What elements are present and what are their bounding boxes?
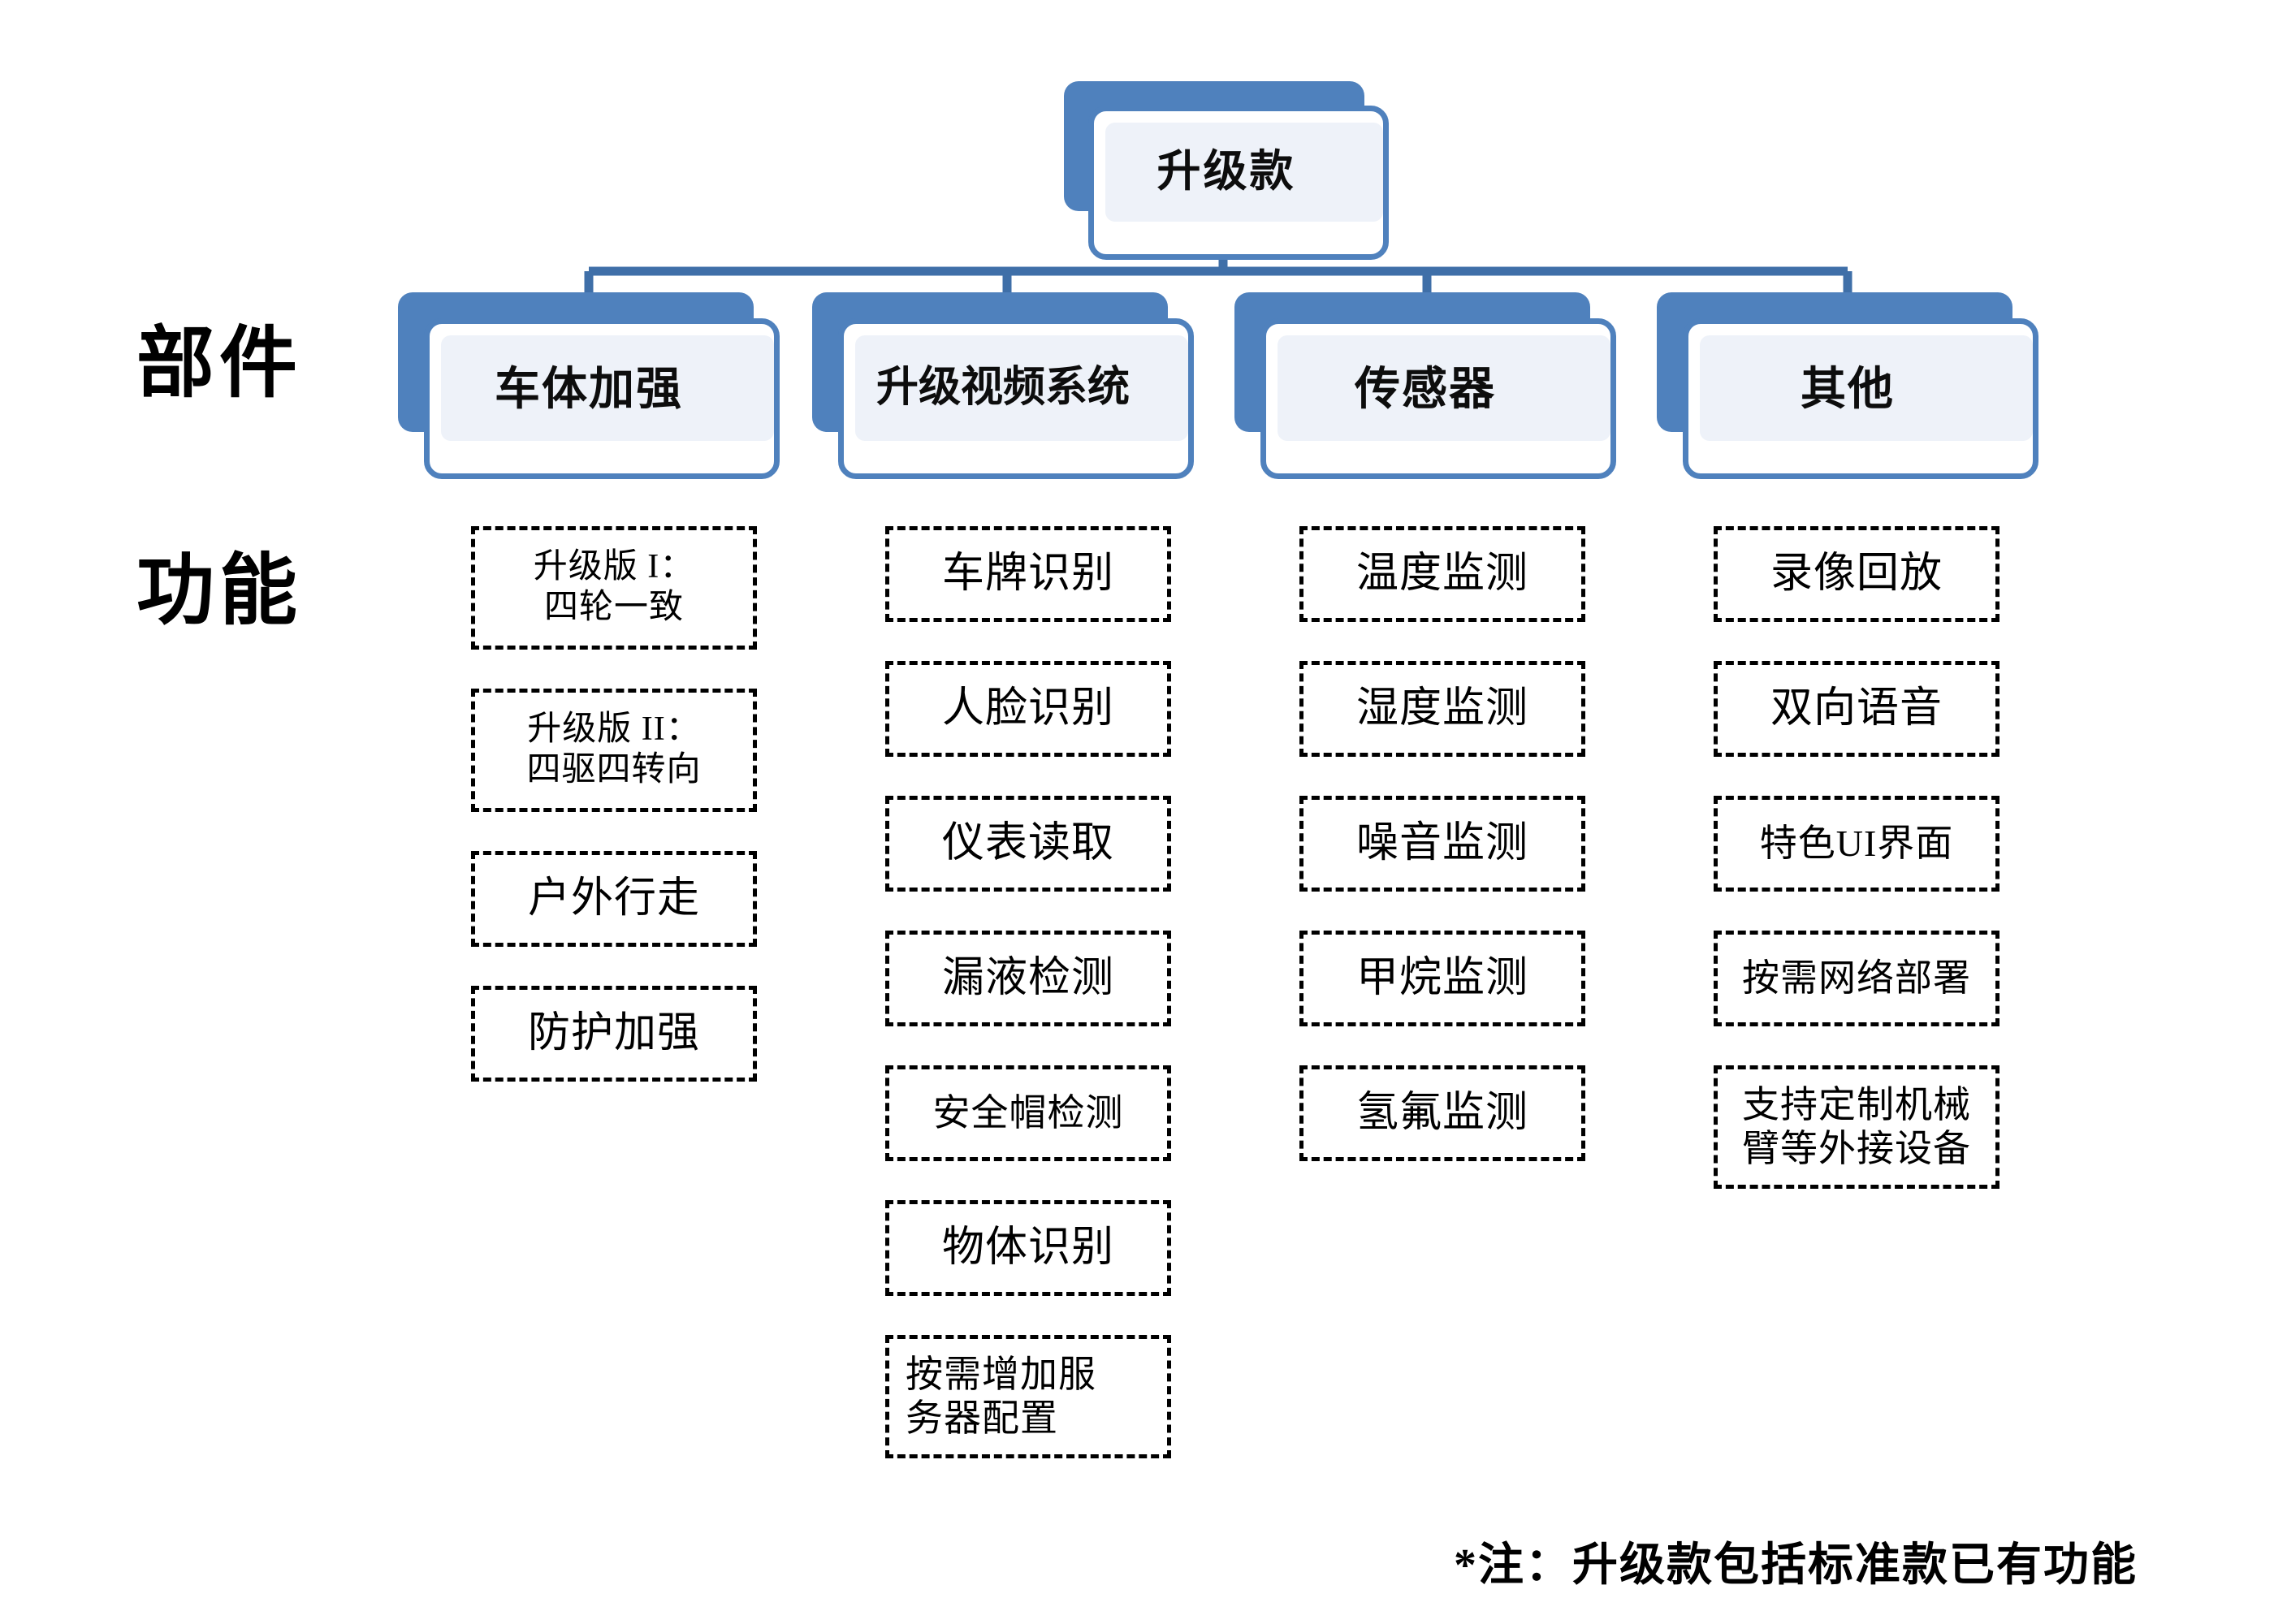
- node-inner-fill: [1105, 123, 1383, 222]
- function-box[interactable]: 漏液检测: [885, 931, 1171, 1026]
- function-box[interactable]: 支持定制机械 臂等外接设备: [1714, 1065, 1999, 1189]
- tree-node-branch-2[interactable]: 传感器: [1234, 292, 1616, 479]
- function-box[interactable]: 物体识别: [885, 1200, 1171, 1296]
- function-box-label: 支持定制机械 臂等外接设备: [1742, 1083, 1971, 1169]
- function-box[interactable]: 升级版 II： 四驱四转向: [471, 689, 757, 812]
- tree-node-root-label: 升级款: [1156, 147, 1296, 196]
- function-box[interactable]: 甲烷监测: [1299, 931, 1585, 1026]
- function-box[interactable]: 车牌识别: [885, 526, 1171, 622]
- node-card: [424, 318, 780, 479]
- function-box-label: 物体识别: [941, 1224, 1114, 1272]
- row-label-parts: 部件: [136, 320, 302, 407]
- node-card: [1683, 318, 2038, 479]
- function-box-label: 录像回放: [1770, 551, 1943, 598]
- function-box[interactable]: 特色UI界面: [1714, 796, 1999, 892]
- node-inner-fill: [1278, 335, 1610, 441]
- function-box-label: 人脸识别: [941, 685, 1114, 732]
- function-box-label: 户外行走: [527, 875, 700, 922]
- function-box-label: 仪表读取: [941, 820, 1114, 867]
- function-column-3: 录像回放双向语音特色UI界面按需网络部署支持定制机械 臂等外接设备: [1714, 526, 1999, 1228]
- function-box-label: 升级版 I： 四轮一致: [533, 548, 695, 626]
- function-box-label: 安全帽检测: [932, 1091, 1124, 1134]
- function-box[interactable]: 录像回放: [1714, 526, 1999, 622]
- function-box-label: 湿度监测: [1355, 685, 1528, 732]
- function-box-label: 温度监测: [1355, 551, 1528, 598]
- function-box-label: 噪音监测: [1355, 820, 1528, 867]
- function-column-1: 车牌识别人脸识别仪表读取漏液检测安全帽检测物体识别按需增加服 务器配置: [885, 526, 1171, 1497]
- function-box-label: 漏液检测: [941, 955, 1114, 1002]
- function-column-2: 温度监测湿度监测噪音监测甲烷监测氢氟监测: [1299, 526, 1585, 1200]
- node-inner-fill: [855, 335, 1188, 441]
- function-box-label: 防护加强: [527, 1010, 700, 1057]
- tree-node-branch-1[interactable]: 升级视频系统: [812, 292, 1194, 479]
- node-card: [1260, 318, 1616, 479]
- footnote-note: *注：升级款包括标准款已有功能: [1454, 1540, 2138, 1591]
- function-box[interactable]: 仪表读取: [885, 796, 1171, 892]
- node-card: [1088, 106, 1389, 260]
- function-box[interactable]: 氢氟监测: [1299, 1065, 1585, 1161]
- function-box-label: 甲烷监测: [1355, 955, 1528, 1002]
- function-box-label: 氢氟监测: [1355, 1090, 1528, 1137]
- function-box[interactable]: 安全帽检测: [885, 1065, 1171, 1161]
- function-box[interactable]: 按需增加服 务器配置: [885, 1335, 1171, 1458]
- function-box[interactable]: 防护加强: [471, 986, 757, 1082]
- function-column-0: 升级版 I： 四轮一致升级版 II： 四驱四转向户外行走防护加强: [471, 526, 757, 1121]
- function-box-label: 特色UI界面: [1759, 822, 1954, 864]
- function-box[interactable]: 湿度监测: [1299, 661, 1585, 757]
- row-label-functions: 功能: [136, 547, 302, 634]
- function-box[interactable]: 按需网络部署: [1714, 931, 1999, 1026]
- tree-node-branch-3-label: 其他: [1801, 365, 1895, 415]
- tree-node-branch-3[interactable]: 其他: [1657, 292, 2038, 479]
- function-box[interactable]: 户外行走: [471, 851, 757, 947]
- node-card: [838, 318, 1194, 479]
- function-box[interactable]: 人脸识别: [885, 661, 1171, 757]
- function-box-label: 按需增加服 务器配置: [906, 1353, 1096, 1439]
- function-box-label: 升级版 II： 四驱四转向: [526, 710, 702, 788]
- function-box-label: 双向语音: [1770, 685, 1943, 732]
- function-box-label: 按需网络部署: [1742, 957, 1971, 999]
- tree-node-branch-1-label: 升级视频系统: [875, 365, 1130, 411]
- function-box[interactable]: 噪音监测: [1299, 796, 1585, 892]
- function-box[interactable]: 升级版 I： 四轮一致: [471, 526, 757, 650]
- function-box-label: 车牌识别: [941, 551, 1114, 598]
- node-inner-fill: [1700, 335, 2033, 441]
- function-box[interactable]: 双向语音: [1714, 661, 1999, 757]
- tree-node-root[interactable]: 升级款: [1064, 81, 1389, 260]
- tree-node-branch-0-label: 车体加强: [495, 365, 683, 415]
- function-box[interactable]: 温度监测: [1299, 526, 1585, 622]
- tree-node-branch-2-label: 传感器: [1355, 365, 1496, 415]
- tree-node-branch-0[interactable]: 车体加强: [398, 292, 780, 479]
- node-inner-fill: [441, 335, 774, 441]
